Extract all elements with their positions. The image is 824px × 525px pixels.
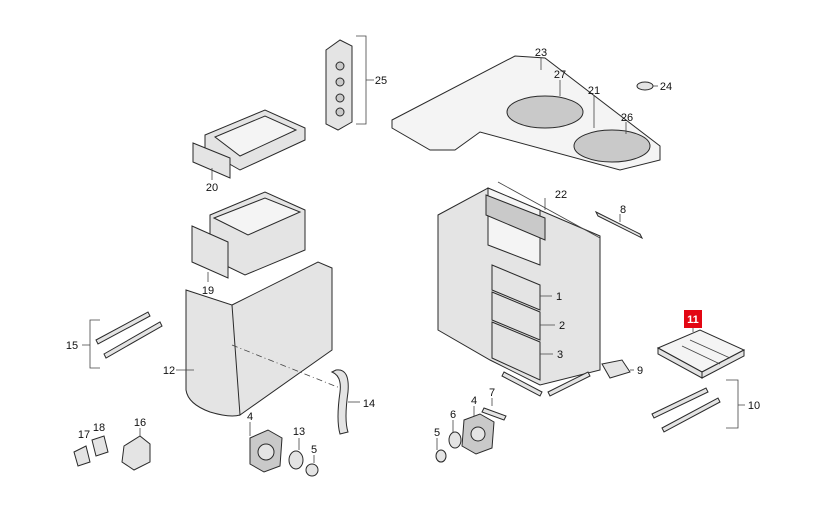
- callout-11[interactable]: 11: [687, 314, 699, 326]
- part-9-hinge[interactable]: [601, 359, 634, 379]
- part-18-clip[interactable]: [91, 435, 109, 457]
- cabinet-body[interactable]: [437, 181, 601, 386]
- callout-17[interactable]: 17: [78, 429, 90, 441]
- callout-2[interactable]: 2: [559, 320, 565, 332]
- part-19-drawer[interactable]: [191, 191, 306, 282]
- part-4-hinge-block-right[interactable]: [461, 406, 495, 455]
- callout-23[interactable]: 23: [535, 47, 547, 59]
- callout-24[interactable]: 24: [660, 81, 672, 93]
- part-25-rail[interactable]: [325, 35, 374, 131]
- part-5-knob-left[interactable]: [305, 455, 319, 477]
- callout-13[interactable]: 13: [293, 426, 305, 438]
- part-10-runners[interactable]: [651, 379, 745, 433]
- callout-15[interactable]: 15: [66, 340, 78, 352]
- part-13-washer[interactable]: [288, 438, 304, 470]
- callout-27[interactable]: 27: [554, 69, 566, 81]
- callout-1[interactable]: 1: [556, 291, 562, 303]
- part-17-clip[interactable]: [73, 445, 91, 467]
- callout-5-right[interactable]: 5: [434, 427, 440, 439]
- callout-25[interactable]: 25: [375, 75, 387, 87]
- part-feet-strips[interactable]: [501, 371, 591, 397]
- part-23-worktop[interactable]: [391, 55, 661, 171]
- part-7-grip[interactable]: [481, 398, 507, 421]
- part-11-cutlery-tray[interactable]: [656, 318, 746, 379]
- part-16-hinge[interactable]: [121, 428, 151, 471]
- callout-19[interactable]: 19: [202, 285, 214, 297]
- callout-22[interactable]: 22: [555, 189, 567, 201]
- callout-20[interactable]: 20: [206, 182, 218, 194]
- callout-6[interactable]: 6: [450, 409, 456, 421]
- callout-3[interactable]: 3: [557, 349, 563, 361]
- callout-9[interactable]: 9: [637, 365, 643, 377]
- callout-16[interactable]: 16: [134, 417, 146, 429]
- callout-18[interactable]: 18: [93, 422, 105, 434]
- callout-10[interactable]: 10: [748, 400, 760, 412]
- callout-21[interactable]: 21: [588, 85, 600, 97]
- part-5-knob-right[interactable]: [435, 438, 447, 463]
- part-14-strip[interactable]: [330, 369, 360, 435]
- part-8-handle[interactable]: [594, 210, 644, 240]
- part-15-runners[interactable]: [82, 311, 163, 369]
- part-6-washer[interactable]: [448, 420, 462, 449]
- callout-4-right[interactable]: 4: [471, 395, 477, 407]
- part-12-side-panel[interactable]: [176, 261, 346, 417]
- callout-8[interactable]: 8: [620, 204, 626, 216]
- part-4-hinge-block-left[interactable]: [249, 422, 283, 473]
- callout-7[interactable]: 7: [489, 387, 495, 399]
- callout-4-left[interactable]: 4: [247, 411, 253, 423]
- callout-labels: 25 23 27 21 24 26 20 22 8 19 1 2 15 3 9 …: [66, 47, 760, 456]
- part-20-drawer[interactable]: [192, 109, 306, 180]
- callout-5-left[interactable]: 5: [311, 444, 317, 456]
- callout-26[interactable]: 26: [621, 112, 633, 124]
- callout-12[interactable]: 12: [163, 365, 175, 377]
- callout-11-highlight: [684, 310, 702, 328]
- callout-14[interactable]: 14: [363, 398, 375, 410]
